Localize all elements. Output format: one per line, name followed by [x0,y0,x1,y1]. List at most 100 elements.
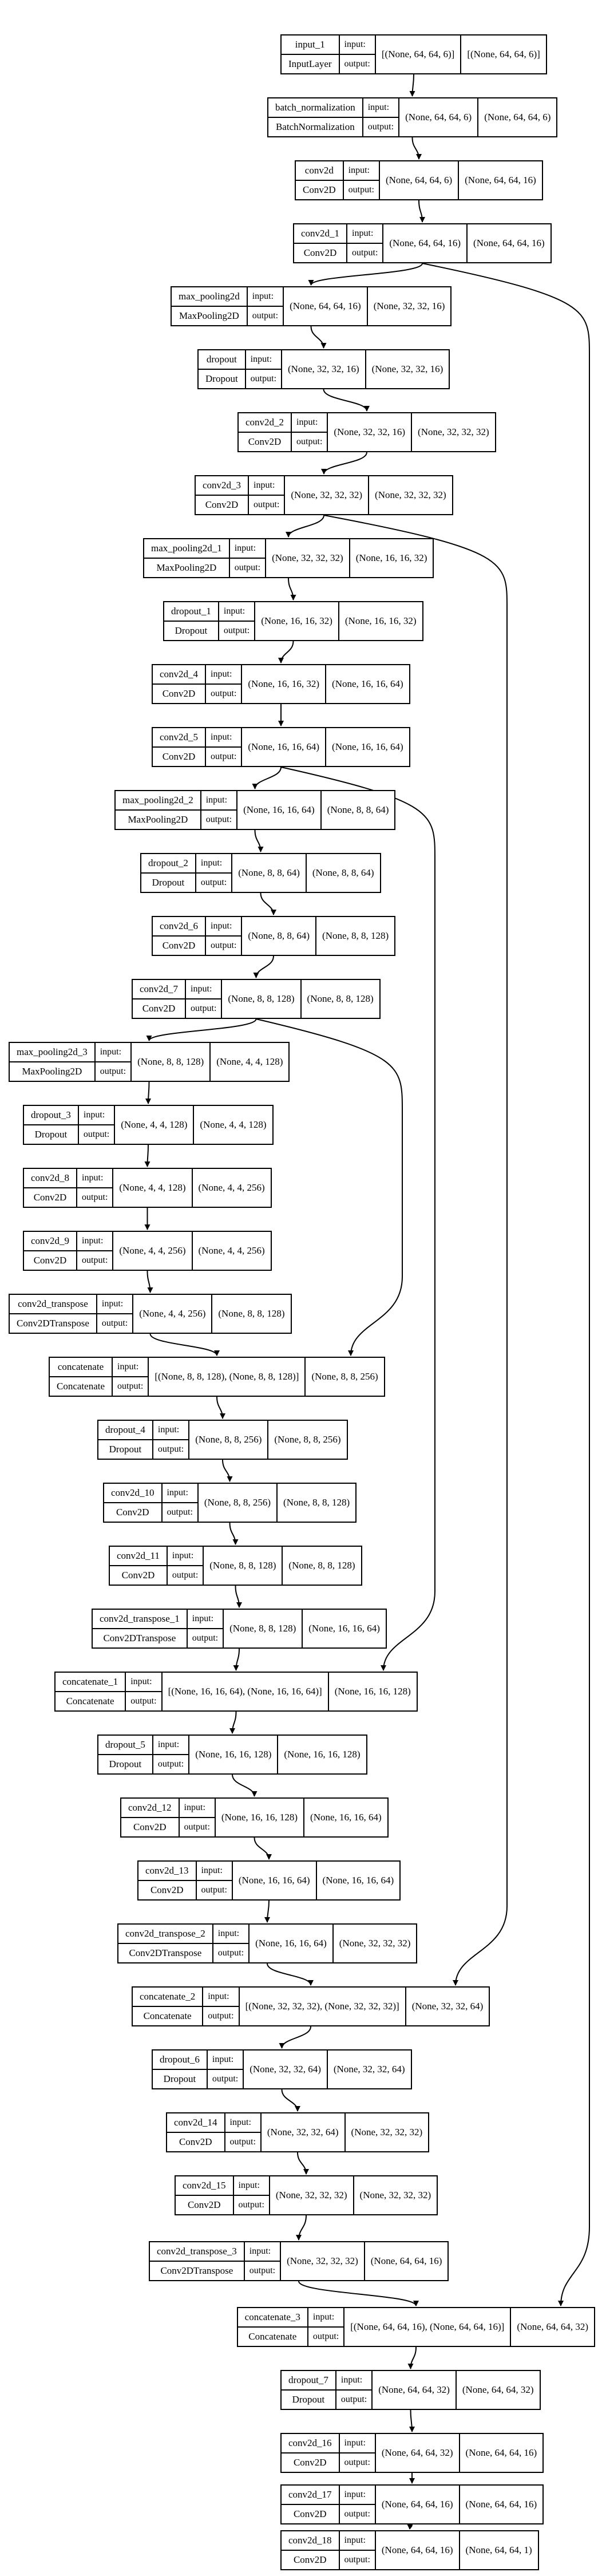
layer-name: conv2d_transpose_1 [93,1610,187,1629]
output-shape: (None, 32, 32, 32) [339,1938,411,1949]
output-label: output: [238,2200,264,2210]
input-shape: (None, 32, 32, 32) [281,2242,365,2280]
input-label: input: [229,539,266,559]
edge-conv2d-9-to-conv2d-transpose [146,1270,153,1293]
input-shape: (None, 8, 8, 64) [242,917,317,955]
edge-conv2d-10-to-conv2d-11 [229,1522,239,1545]
input-shape: (None, 8, 8, 256) [189,1421,269,1459]
layer-type: Dropout [292,2394,325,2405]
layer-type: Conv2D [33,1192,67,1203]
edge-dropout-to-conv2d-2 [323,389,370,412]
input-shape: (None, 64, 64, 16) [376,2486,460,2523]
input-shape: (None, 32, 32, 32) [285,476,370,514]
layer-type: MaxPooling2D [128,814,188,825]
output-label: output: [211,689,237,698]
layer-type: Conv2D [303,247,337,258]
input-label: input: [203,1988,239,2007]
input-label: input: [219,602,255,622]
input-label: input: [196,1862,232,1881]
edge-max-pooling2d-to-dropout [310,326,327,349]
output-shape: (None, 32, 32, 16) [373,301,445,311]
input-label: input: [233,2176,269,2196]
output-label: output: [344,2509,370,2519]
layer-type: Concatenate [57,1381,105,1392]
edge-dropout-3-to-conv2d-8 [144,1144,151,1167]
edge-dropout-6-to-conv2d-14 [281,2089,300,2112]
layer-name: dropout_4 [98,1421,152,1440]
output-shape: (None, 32, 32, 32) [359,2190,431,2200]
input-shape: (None, 4, 4, 128) [113,1169,193,1207]
input-label: input: [339,2434,375,2453]
layer-name: concatenate_2 [133,1988,203,2007]
layer-name: conv2d [296,161,343,181]
layer-type: Conv2D [303,184,336,195]
output-shape: (None, 32, 32, 32) [351,2127,423,2138]
layer-type: Conv2DTranspose [103,1633,176,1643]
output-label: output: [191,1003,217,1013]
input-shape: (None, 16, 16, 64) [233,1862,317,1899]
edge-conv2d-transpose-to-concatenate [149,1333,220,1356]
layer-type: Conv2D [121,1570,155,1581]
input-label: input: [77,1232,113,1251]
layer-type: Conv2D [162,940,196,951]
edge-conv2d-17-to-conv2d-18 [407,2523,413,2530]
output-shape: (None, 8, 8, 64) [327,804,389,815]
edge-concatenate-1-to-dropout-5 [229,1711,237,1734]
input-label: input: [196,854,232,874]
input-label: input: [339,35,375,55]
input-shape: (None, 64, 64, 32) [376,2434,460,2472]
input-shape: (None, 8, 8, 128) [222,980,302,1018]
output-shape: (None, 64, 64, 16) [465,175,536,185]
input-label: input: [153,1421,189,1440]
layer-type: Dropout [34,1129,68,1140]
layer-type: MaxPooling2D [156,562,217,573]
output-shape: [(None, 64, 64, 6)] [467,49,540,60]
layer-name: conv2d_13 [138,1862,196,1881]
output-shape: (None, 16, 16, 64) [322,1875,394,1886]
edge-max-pooling2d-1-to-dropout-1 [288,578,296,600]
input-label: input: [201,791,237,811]
output-label: output: [250,374,277,384]
output-shape: (None, 8, 8, 128) [307,993,374,1004]
layer-name: conv2d_5 [153,728,205,748]
layer-type: Conv2D [150,1884,184,1895]
edge-conv2d-1-to-concatenate-3 [422,263,590,2306]
layer-name: concatenate [50,1358,112,1377]
layer-name: dropout_2 [141,854,195,874]
input-shape: (None, 8, 8, 128) [204,1547,283,1585]
layer-type: Conv2D [248,436,282,447]
layer-name: conv2d_7 [133,980,185,999]
layer-name: conv2d_11 [110,1547,167,1566]
layer-name: conv2d_transpose_2 [118,1925,212,1944]
output-label: output: [252,311,279,321]
output-label: output: [254,500,280,509]
layer-name: dropout_1 [164,602,218,622]
layer-type: Conv2D [142,1003,176,1014]
output-shape: (None, 16, 16, 128) [284,1749,361,1760]
input-shape: (None, 64, 64, 16) [376,2531,460,2569]
input-label: input: [97,1295,133,1314]
output-shape: (None, 8, 8, 64) [312,867,374,878]
input-shape: (None, 32, 32, 64) [262,2113,346,2151]
layer-name: dropout_6 [153,2050,207,2070]
layer-type: InputLayer [288,58,332,69]
input-label: input: [167,1547,203,1566]
edge-conv2d-15-to-conv2d-transpose-3 [296,2215,307,2241]
layer-type: Dropout [109,1759,142,1769]
edge-batch-normalization-to-conv2d [411,137,422,160]
layer-type: Dropout [163,2073,196,2084]
layer-name: conv2d_10 [104,1484,161,1503]
layer-name: dropout [199,350,245,370]
output-shape: (None, 32, 32, 64) [333,2064,405,2075]
output-label: output: [200,878,227,887]
edge-conv2d-13-to-conv2d-transpose-2 [264,1900,271,1923]
